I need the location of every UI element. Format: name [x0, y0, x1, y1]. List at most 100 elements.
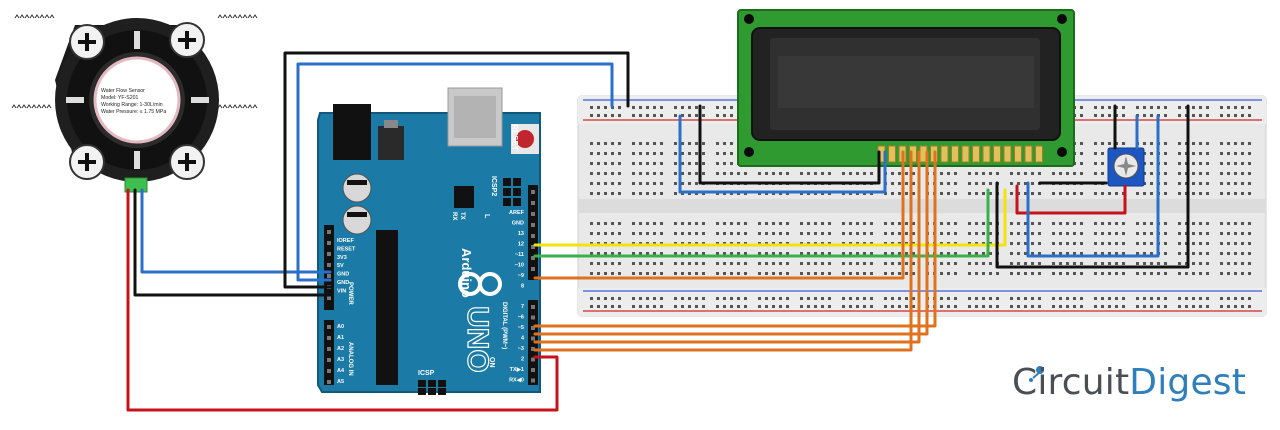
- pin-label: 8: [521, 284, 524, 290]
- breadboard-hole: [898, 172, 901, 175]
- breadboard-hole: [968, 272, 971, 275]
- breadboard-hole: [688, 252, 691, 255]
- breadboard-hole: [737, 222, 740, 225]
- pin-label: RX◀0: [509, 377, 524, 384]
- breadboard-hole: [758, 272, 761, 275]
- flow-tick: [46, 104, 52, 109]
- breadboard-hole: [905, 297, 908, 300]
- breadboard-hole: [1178, 232, 1181, 235]
- breadboard-hole: [1101, 114, 1104, 117]
- header-hole: [531, 326, 535, 330]
- pin-label: A1: [337, 335, 344, 341]
- breadboard-hole: [639, 172, 642, 175]
- breadboard-hole: [597, 222, 600, 225]
- breadboard-hole: [660, 152, 663, 155]
- breadboard-hole: [1150, 142, 1153, 145]
- breadboard-hole: [1038, 172, 1041, 175]
- breadboard-hole: [611, 106, 614, 109]
- breadboard-hole: [1115, 272, 1118, 275]
- arduino-infinity-logo: [458, 272, 502, 296]
- breadboard-hole: [1192, 162, 1195, 165]
- breadboard-hole: [800, 297, 803, 300]
- breadboard-hole: [898, 252, 901, 255]
- breadboard-hole: [800, 252, 803, 255]
- breadboard-hole: [786, 297, 789, 300]
- breadboard-hole: [1024, 182, 1027, 185]
- breadboard-hole: [1024, 192, 1027, 195]
- breadboard-hole: [674, 114, 677, 117]
- breadboard-hole: [814, 232, 817, 235]
- breadboard-hole: [1143, 297, 1146, 300]
- breadboard-hole: [1073, 272, 1076, 275]
- breadboard-hole: [688, 106, 691, 109]
- breadboard-hole: [947, 172, 950, 175]
- breadboard-hole: [863, 232, 866, 235]
- breadboard-hole: [1017, 172, 1020, 175]
- breadboard-hole: [800, 262, 803, 265]
- breadboard-hole: [1192, 172, 1195, 175]
- flow-tick: [16, 104, 22, 109]
- breadboard-hole: [863, 297, 866, 300]
- breadboard-hole: [1080, 106, 1083, 109]
- breadboard-hole: [681, 232, 684, 235]
- breadboard-hole: [674, 172, 677, 175]
- breadboard-hole: [730, 252, 733, 255]
- breadboard-hole: [695, 272, 698, 275]
- breadboard-hole: [856, 305, 859, 308]
- breadboard-hole: [632, 162, 635, 165]
- breadboard-hole: [1192, 272, 1195, 275]
- breadboard-hole: [828, 272, 831, 275]
- breadboard-hole: [646, 106, 649, 109]
- sensor-rib: [191, 97, 209, 103]
- breadboard-hole: [828, 305, 831, 308]
- breadboard-hole: [1206, 182, 1209, 185]
- breadboard-hole: [632, 252, 635, 255]
- breadboard-hole: [737, 297, 740, 300]
- breadboard-hole: [1010, 182, 1013, 185]
- breadboard-hole: [898, 297, 901, 300]
- breadboard-hole: [639, 162, 642, 165]
- breadboard-hole: [1234, 232, 1237, 235]
- breadboard-hole: [898, 232, 901, 235]
- breadboard-hole: [1164, 232, 1167, 235]
- breadboard-hole: [646, 252, 649, 255]
- wire-pot-wiper: [1015, 184, 1127, 215]
- lcd-pin: [993, 145, 1001, 163]
- breadboard-hole: [1192, 242, 1195, 245]
- header-hole: [327, 296, 331, 300]
- breadboard-hole: [856, 272, 859, 275]
- breadboard-hole: [611, 297, 614, 300]
- breadboard-hole: [1192, 262, 1195, 265]
- breadboard-hole: [618, 152, 621, 155]
- breadboard-hole: [779, 232, 782, 235]
- breadboard-hole: [989, 297, 992, 300]
- breadboard-hole: [1059, 262, 1062, 265]
- breadboard-hole: [1066, 222, 1069, 225]
- breadboard-hole: [898, 262, 901, 265]
- breadboard-hole: [632, 222, 635, 225]
- breadboard-hole: [905, 182, 908, 185]
- breadboard-hole: [989, 222, 992, 225]
- breadboard-hole: [632, 272, 635, 275]
- breadboard-hole: [723, 106, 726, 109]
- breadboard-hole: [982, 262, 985, 265]
- breadboard-hole: [849, 305, 852, 308]
- breadboard-hole: [730, 272, 733, 275]
- breadboard-hole: [954, 262, 957, 265]
- breadboard-hole: [814, 297, 817, 300]
- breadboard-hole: [632, 262, 635, 265]
- breadboard-hole: [1094, 252, 1097, 255]
- header-hole: [531, 357, 535, 362]
- breadboard-hole: [730, 114, 733, 117]
- breadboard-hole: [660, 252, 663, 255]
- breadboard-hole: [800, 272, 803, 275]
- breadboard-hole: [688, 297, 691, 300]
- header-hole: [327, 325, 331, 329]
- breadboard-hole: [1101, 297, 1104, 300]
- breadboard-hole: [1199, 142, 1202, 145]
- breadboard-hole: [1066, 242, 1069, 245]
- breadboard-hole: [765, 252, 768, 255]
- breadboard-hole: [1164, 162, 1167, 165]
- breadboard-hole: [828, 252, 831, 255]
- breadboard-hole: [1164, 182, 1167, 185]
